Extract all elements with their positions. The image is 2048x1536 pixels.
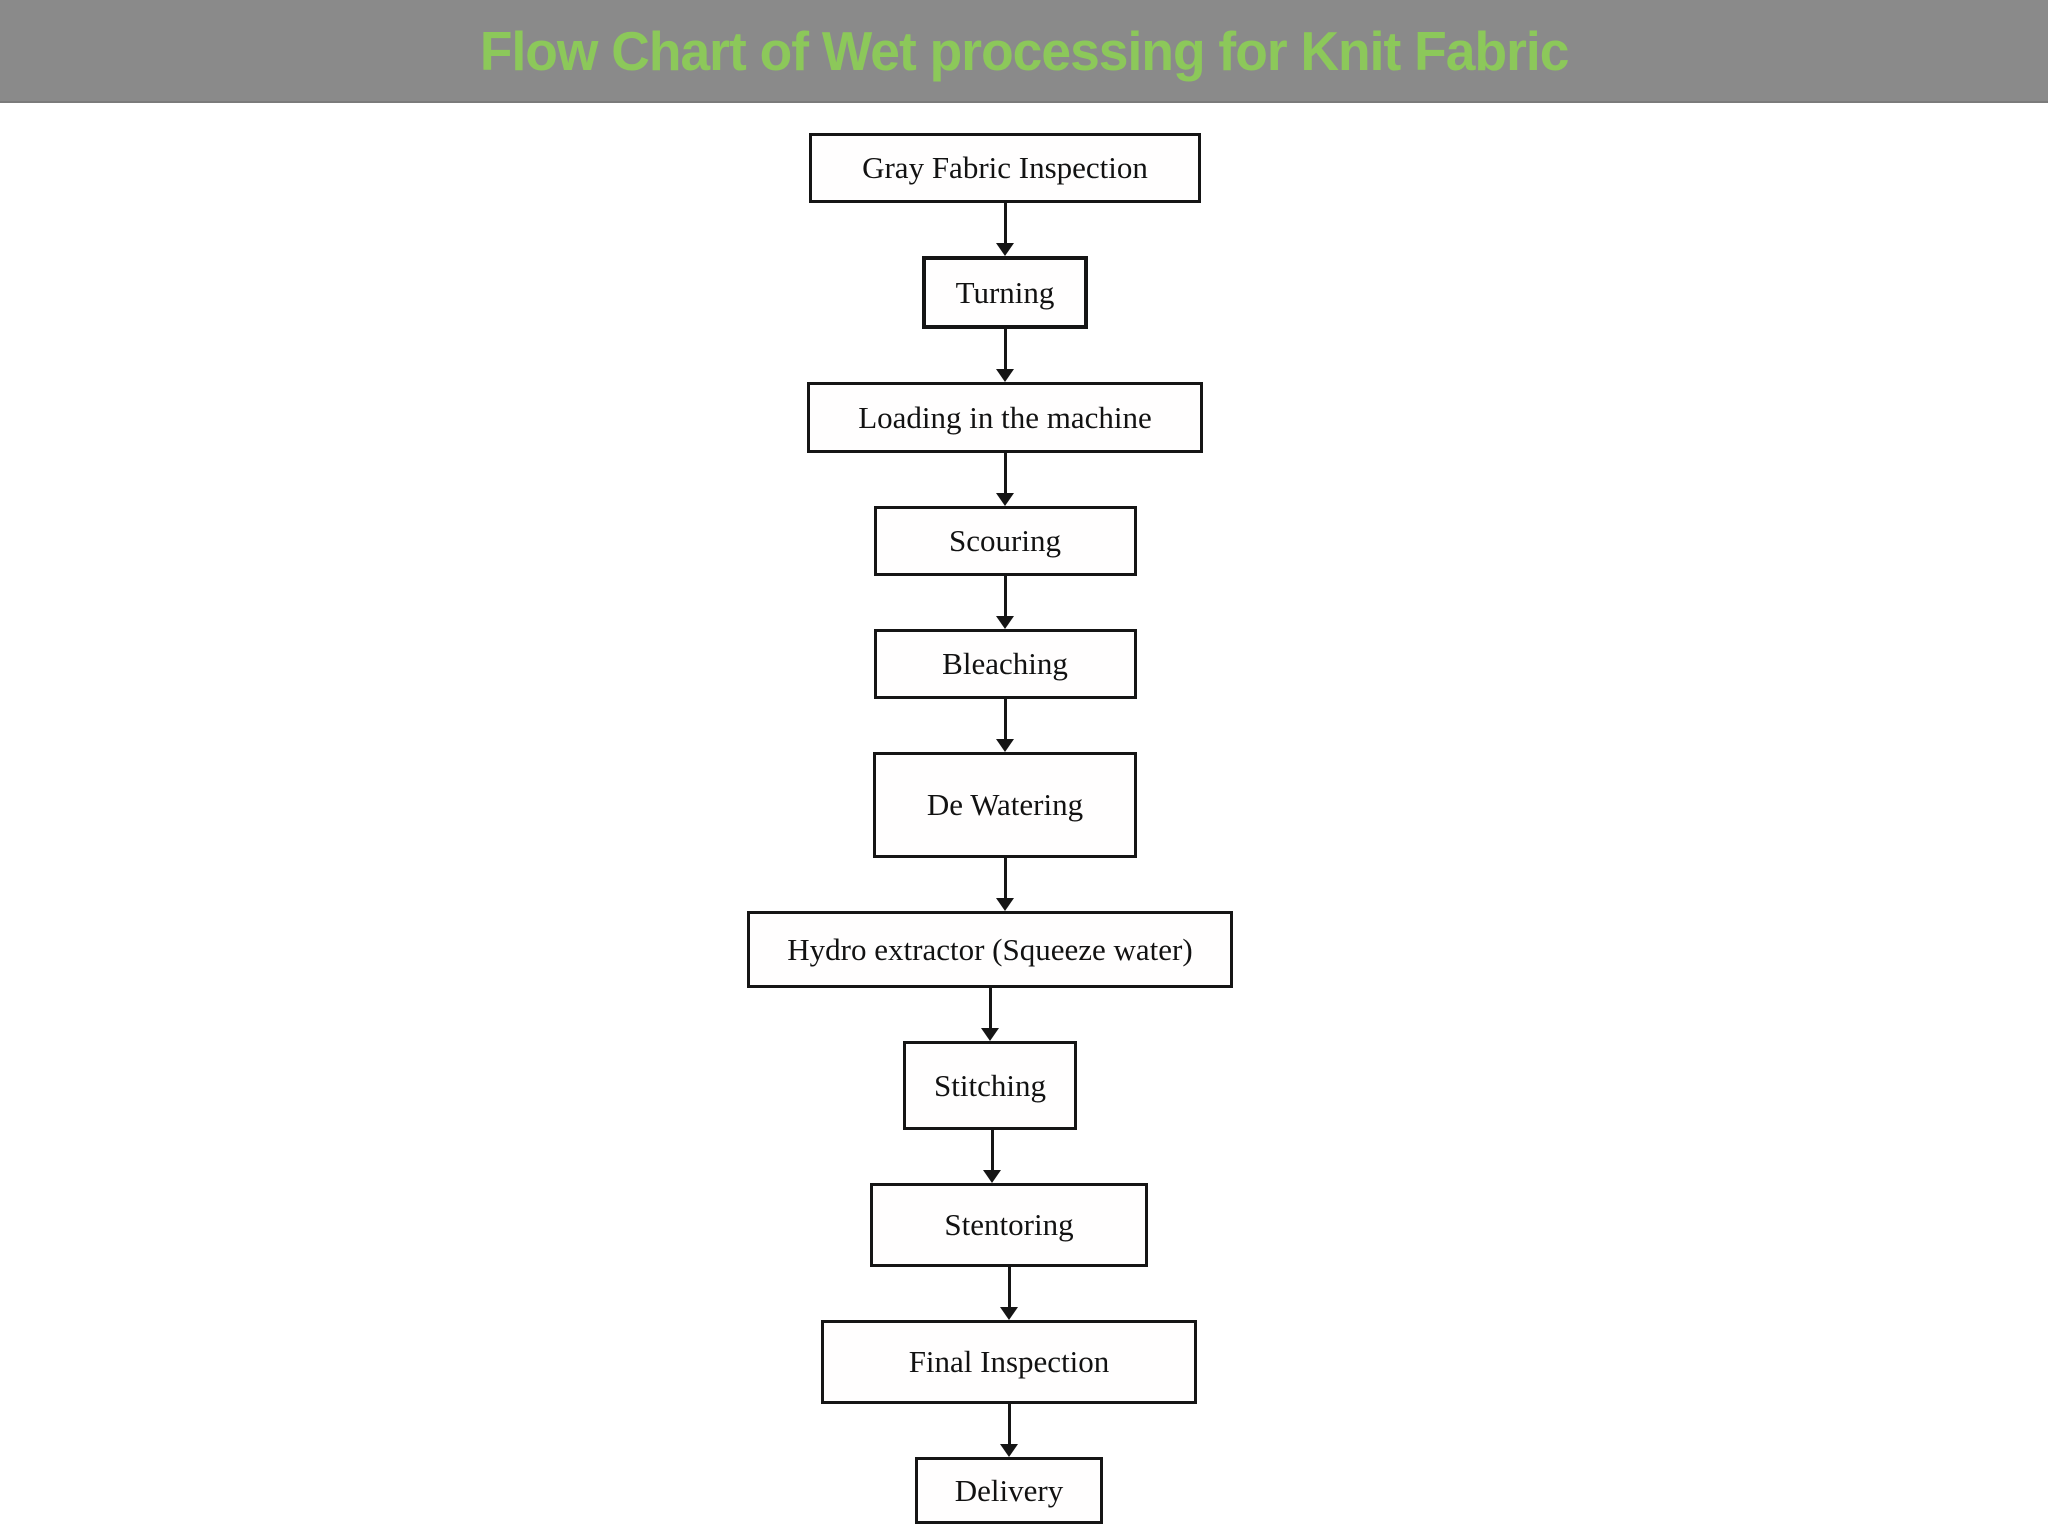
down-arrowhead-icon — [996, 898, 1014, 911]
flow-node-bleaching: Bleaching — [873, 629, 1137, 699]
down-arrow-connector — [996, 699, 1014, 752]
arrow-shaft — [1003, 453, 1007, 494]
flow-node-turning: Turning — [922, 256, 1088, 329]
down-arrowhead-icon — [981, 1028, 999, 1041]
down-arrowhead-icon — [996, 369, 1014, 382]
arrow-shaft — [1003, 576, 1007, 617]
down-arrow-connector — [981, 988, 999, 1041]
down-arrow-connector — [996, 453, 1014, 506]
flow-node-final-inspection: Final Inspection — [821, 1320, 1197, 1404]
flow-node-stentoring: Stentoring — [870, 1183, 1148, 1267]
page-title: Flow Chart of Wet processing for Knit Fa… — [479, 19, 1570, 82]
down-arrow-connector — [996, 576, 1014, 629]
flowchart: Gray Fabric Inspection Turning Loading i… — [747, 133, 1248, 1524]
flow-node-scouring: Scouring — [873, 506, 1137, 576]
down-arrowhead-icon — [996, 243, 1014, 256]
arrow-shaft — [988, 988, 992, 1029]
down-arrowhead-icon — [996, 493, 1014, 506]
down-arrowhead-icon — [1000, 1307, 1018, 1320]
flow-node-de-watering: De Watering — [873, 752, 1137, 858]
down-arrowhead-icon — [983, 1170, 1001, 1183]
flow-node-delivery: Delivery — [915, 1457, 1103, 1524]
flow-node-hydro-extractor: Hydro extractor (Squeeze water) — [747, 911, 1233, 988]
down-arrowhead-icon — [1000, 1444, 1018, 1457]
flow-node-gray-fabric-inspection: Gray Fabric Inspection — [809, 133, 1201, 203]
arrow-shaft — [1003, 203, 1007, 244]
arrow-shaft — [990, 1130, 994, 1171]
down-arrow-connector — [1000, 1404, 1018, 1457]
down-arrow-connector — [996, 858, 1014, 911]
flow-node-stitching: Stitching — [903, 1041, 1077, 1130]
arrow-shaft — [1003, 699, 1007, 740]
down-arrowhead-icon — [996, 616, 1014, 629]
slide-header: Flow Chart of Wet processing for Knit Fa… — [0, 0, 2048, 103]
down-arrowhead-icon — [996, 739, 1014, 752]
arrow-shaft — [1003, 858, 1007, 899]
arrow-shaft — [1003, 329, 1007, 370]
down-arrow-connector — [996, 329, 1014, 382]
flow-node-loading-in-the-machine: Loading in the machine — [807, 382, 1203, 453]
down-arrow-connector — [983, 1130, 1001, 1183]
arrow-shaft — [1007, 1267, 1011, 1308]
down-arrow-connector — [996, 203, 1014, 256]
down-arrow-connector — [1000, 1267, 1018, 1320]
arrow-shaft — [1007, 1404, 1011, 1445]
